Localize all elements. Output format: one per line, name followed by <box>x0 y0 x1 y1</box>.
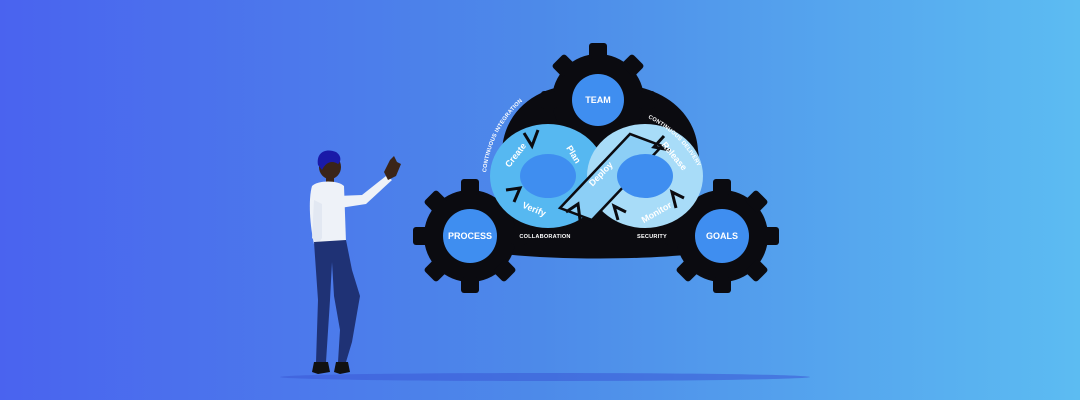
loop-right-hole <box>617 154 673 198</box>
team-gear: TEAM <box>572 74 624 126</box>
devops-infinity-loop: Create Plan Deploy Release Monitor Verif… <box>490 124 703 228</box>
process-gear-label: PROCESS <box>448 231 492 241</box>
hair <box>317 150 341 170</box>
waving-hand <box>384 156 401 180</box>
loop-left-hole <box>520 154 576 198</box>
floor-shadow <box>280 373 810 381</box>
left-shoe <box>312 362 330 374</box>
person-figure <box>309 150 401 374</box>
right-shoe <box>334 362 350 374</box>
goals-gear-label: GOALS <box>706 231 738 241</box>
ring-label-security: SECURITY <box>637 234 667 240</box>
ring-label-collaboration: COLLABORATION <box>519 234 570 240</box>
pants <box>314 240 360 362</box>
process-gear: PROCESS <box>443 209 497 263</box>
team-gear-label: TEAM <box>585 95 611 105</box>
goals-gear: GOALS <box>695 209 749 263</box>
